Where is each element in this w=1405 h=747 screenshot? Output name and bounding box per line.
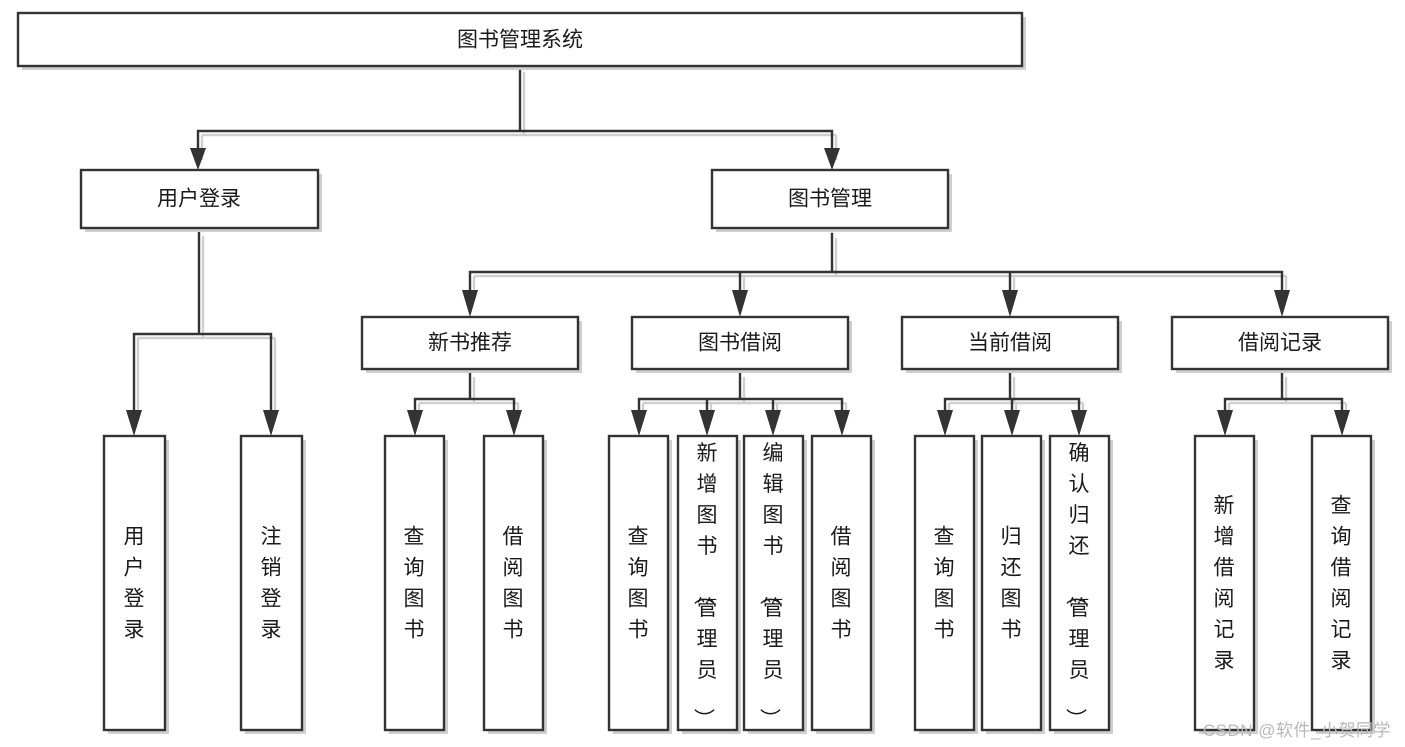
connector-level3-shadow	[472, 238, 1288, 298]
leaf-cb-query-label: 查询图书	[934, 526, 955, 642]
connector-borrow-record-shadow	[1227, 377, 1348, 420]
arrow-head-book-borrow	[732, 290, 748, 317]
leaf-bb-borrow-label: 借阅图书	[831, 526, 852, 642]
node-book-manage-label: 图书管理	[788, 188, 872, 211]
connector-user-login-to-leaves	[132, 230, 273, 418]
node-book-borrow-box[interactable]	[630, 315, 850, 371]
leaf-nb-borrow-label: 借阅图书	[503, 526, 524, 642]
arrow-head-leaf-nb-query	[407, 410, 423, 436]
node-book-borrow-label: 图书借阅	[698, 332, 782, 355]
connector-current-borrow-to-leaves	[943, 371, 1081, 418]
leaf-node-cb-query-book[interactable]: 查询图书	[913, 434, 978, 734]
leaf-cb-query-box[interactable]	[913, 434, 976, 732]
arrow-head-leaf-bb-edit	[765, 410, 781, 436]
leaf-node-nb-borrow-book[interactable]: 借阅图书	[482, 434, 547, 734]
leaf-node-user-login[interactable]: 用户登录	[102, 434, 169, 734]
connector-root-to-level2	[196, 64, 834, 158]
node-user-login[interactable]: 用户登录	[79, 168, 322, 232]
leaf-node-bb-borrow-book[interactable]: 借阅图书	[810, 434, 875, 734]
arrow-head-leaf-bb-borrow	[834, 410, 850, 436]
node-new-book-recommend[interactable]: 新书推荐	[360, 315, 582, 373]
node-borrow-record[interactable]: 借阅记录	[1170, 315, 1392, 373]
arrow-head-new-book	[462, 290, 478, 317]
leaf-bb-query-label: 查询图书	[628, 526, 649, 642]
leaf-node-nb-query-book[interactable]: 查询图书	[383, 434, 448, 734]
leaf-bb-add-label: 新增图书（管理员）	[692, 442, 718, 729]
arrow-head-user-login	[190, 148, 206, 170]
connector-new-book-to-leaves	[413, 371, 516, 418]
arrow-head-current-borrow	[1002, 290, 1018, 317]
leaf-node-br-add-record[interactable]: 新增借阅记录	[1193, 434, 1258, 734]
leaf-cb-confirm-box[interactable]	[1048, 434, 1111, 732]
leaf-nb-query-box[interactable]	[383, 434, 446, 732]
leaf-br-add-label: 新增借阅记录	[1214, 495, 1235, 673]
node-book-borrow[interactable]: 图书借阅	[630, 315, 852, 373]
connector-user-login-shadow	[136, 236, 277, 420]
arrow-head-book-manage	[824, 148, 840, 170]
leaf-node-logout[interactable]: 注销登录	[239, 434, 306, 734]
leaf-br-query-box[interactable]	[1310, 434, 1373, 732]
leaf-nb-query-label: 查询图书	[404, 526, 425, 642]
node-current-borrow-label: 当前借阅	[968, 332, 1052, 355]
leaf-bb-add-box[interactable]	[676, 434, 739, 732]
leaf-logout-label: 注销登录	[261, 526, 282, 642]
arrow-head-leaf-cb-query	[937, 410, 953, 436]
node-root-box[interactable]	[16, 11, 1024, 68]
leaf-bb-query-box[interactable]	[607, 434, 670, 732]
node-root[interactable]: 图书管理系统	[16, 11, 1026, 70]
leaf-bb-edit-box[interactable]	[742, 434, 805, 732]
arrow-head-borrow-record	[1274, 290, 1290, 317]
leaf-node-bb-edit-book[interactable]: 编辑图书（管理员）	[742, 434, 807, 734]
leaf-br-add-box[interactable]	[1193, 434, 1256, 732]
leaf-node-br-query-record[interactable]: 查询借阅记录	[1310, 434, 1375, 734]
leaf-user-login-label: 用户登录	[124, 526, 145, 642]
arrow-head-leaf-br-query	[1334, 410, 1350, 436]
arrow-head-leaf-bb-query	[631, 410, 647, 436]
node-root-label: 图书管理系统	[457, 29, 583, 52]
connector-book-borrow-to-leaves	[637, 371, 844, 418]
leaf-logout-box[interactable]	[239, 434, 304, 732]
leaf-nb-borrow-box[interactable]	[482, 434, 545, 732]
arrow-head-leaf-cb-confirm	[1071, 410, 1087, 436]
arrow-head-leaf-bb-add	[699, 410, 715, 436]
arrow-head-leaf-cb-return	[1004, 410, 1020, 436]
leaf-bb-edit-label: 编辑图书（管理员）	[758, 442, 784, 729]
node-book-manage[interactable]: 图书管理	[710, 168, 952, 232]
node-borrow-record-box[interactable]	[1170, 315, 1390, 371]
arrow-head-leaf-br-add	[1217, 410, 1233, 436]
connector-root-shadow	[200, 72, 838, 160]
leaf-bb-borrow-box[interactable]	[810, 434, 873, 732]
leaf-br-query-label: 查询借阅记录	[1331, 495, 1352, 673]
leaf-node-cb-confirm-return[interactable]: 确认归还（管理员）	[1048, 434, 1113, 734]
node-current-borrow[interactable]: 当前借阅	[900, 315, 1122, 373]
connector-book-manage-to-level3	[468, 232, 1284, 296]
node-new-book-recommend-box[interactable]	[360, 315, 580, 371]
connector-new-book-shadow	[417, 377, 520, 420]
csdn-watermark: CSDN @软件_小贺同学	[1202, 721, 1391, 740]
node-new-book-recommend-label: 新书推荐	[428, 332, 512, 355]
leaf-user-login-box[interactable]	[102, 434, 167, 732]
arrow-head-leaf-logout	[263, 410, 279, 436]
leaf-node-bb-query-book[interactable]: 查询图书	[607, 434, 672, 734]
arrow-head-leaf-nb-borrow	[506, 410, 522, 436]
node-book-manage-box[interactable]	[710, 168, 950, 230]
node-user-login-box[interactable]	[79, 168, 320, 230]
leaf-node-bb-add-book[interactable]: 新增图书（管理员）	[676, 434, 741, 734]
leaf-cb-confirm-label: 确认归还（管理员）	[1064, 442, 1090, 729]
node-borrow-record-label: 借阅记录	[1238, 332, 1322, 355]
leaf-cb-return-box[interactable]	[980, 434, 1043, 732]
connectors-layer	[126, 64, 1350, 436]
leaf-node-cb-return-book[interactable]: 归还图书	[980, 434, 1045, 734]
node-current-borrow-box[interactable]	[900, 315, 1120, 371]
arrow-head-leaf-user-login	[126, 410, 142, 436]
node-user-login-label: 用户登录	[157, 188, 241, 211]
connector-borrow-record-to-leaves	[1223, 371, 1344, 418]
leaf-cb-return-label: 归还图书	[1001, 526, 1022, 642]
